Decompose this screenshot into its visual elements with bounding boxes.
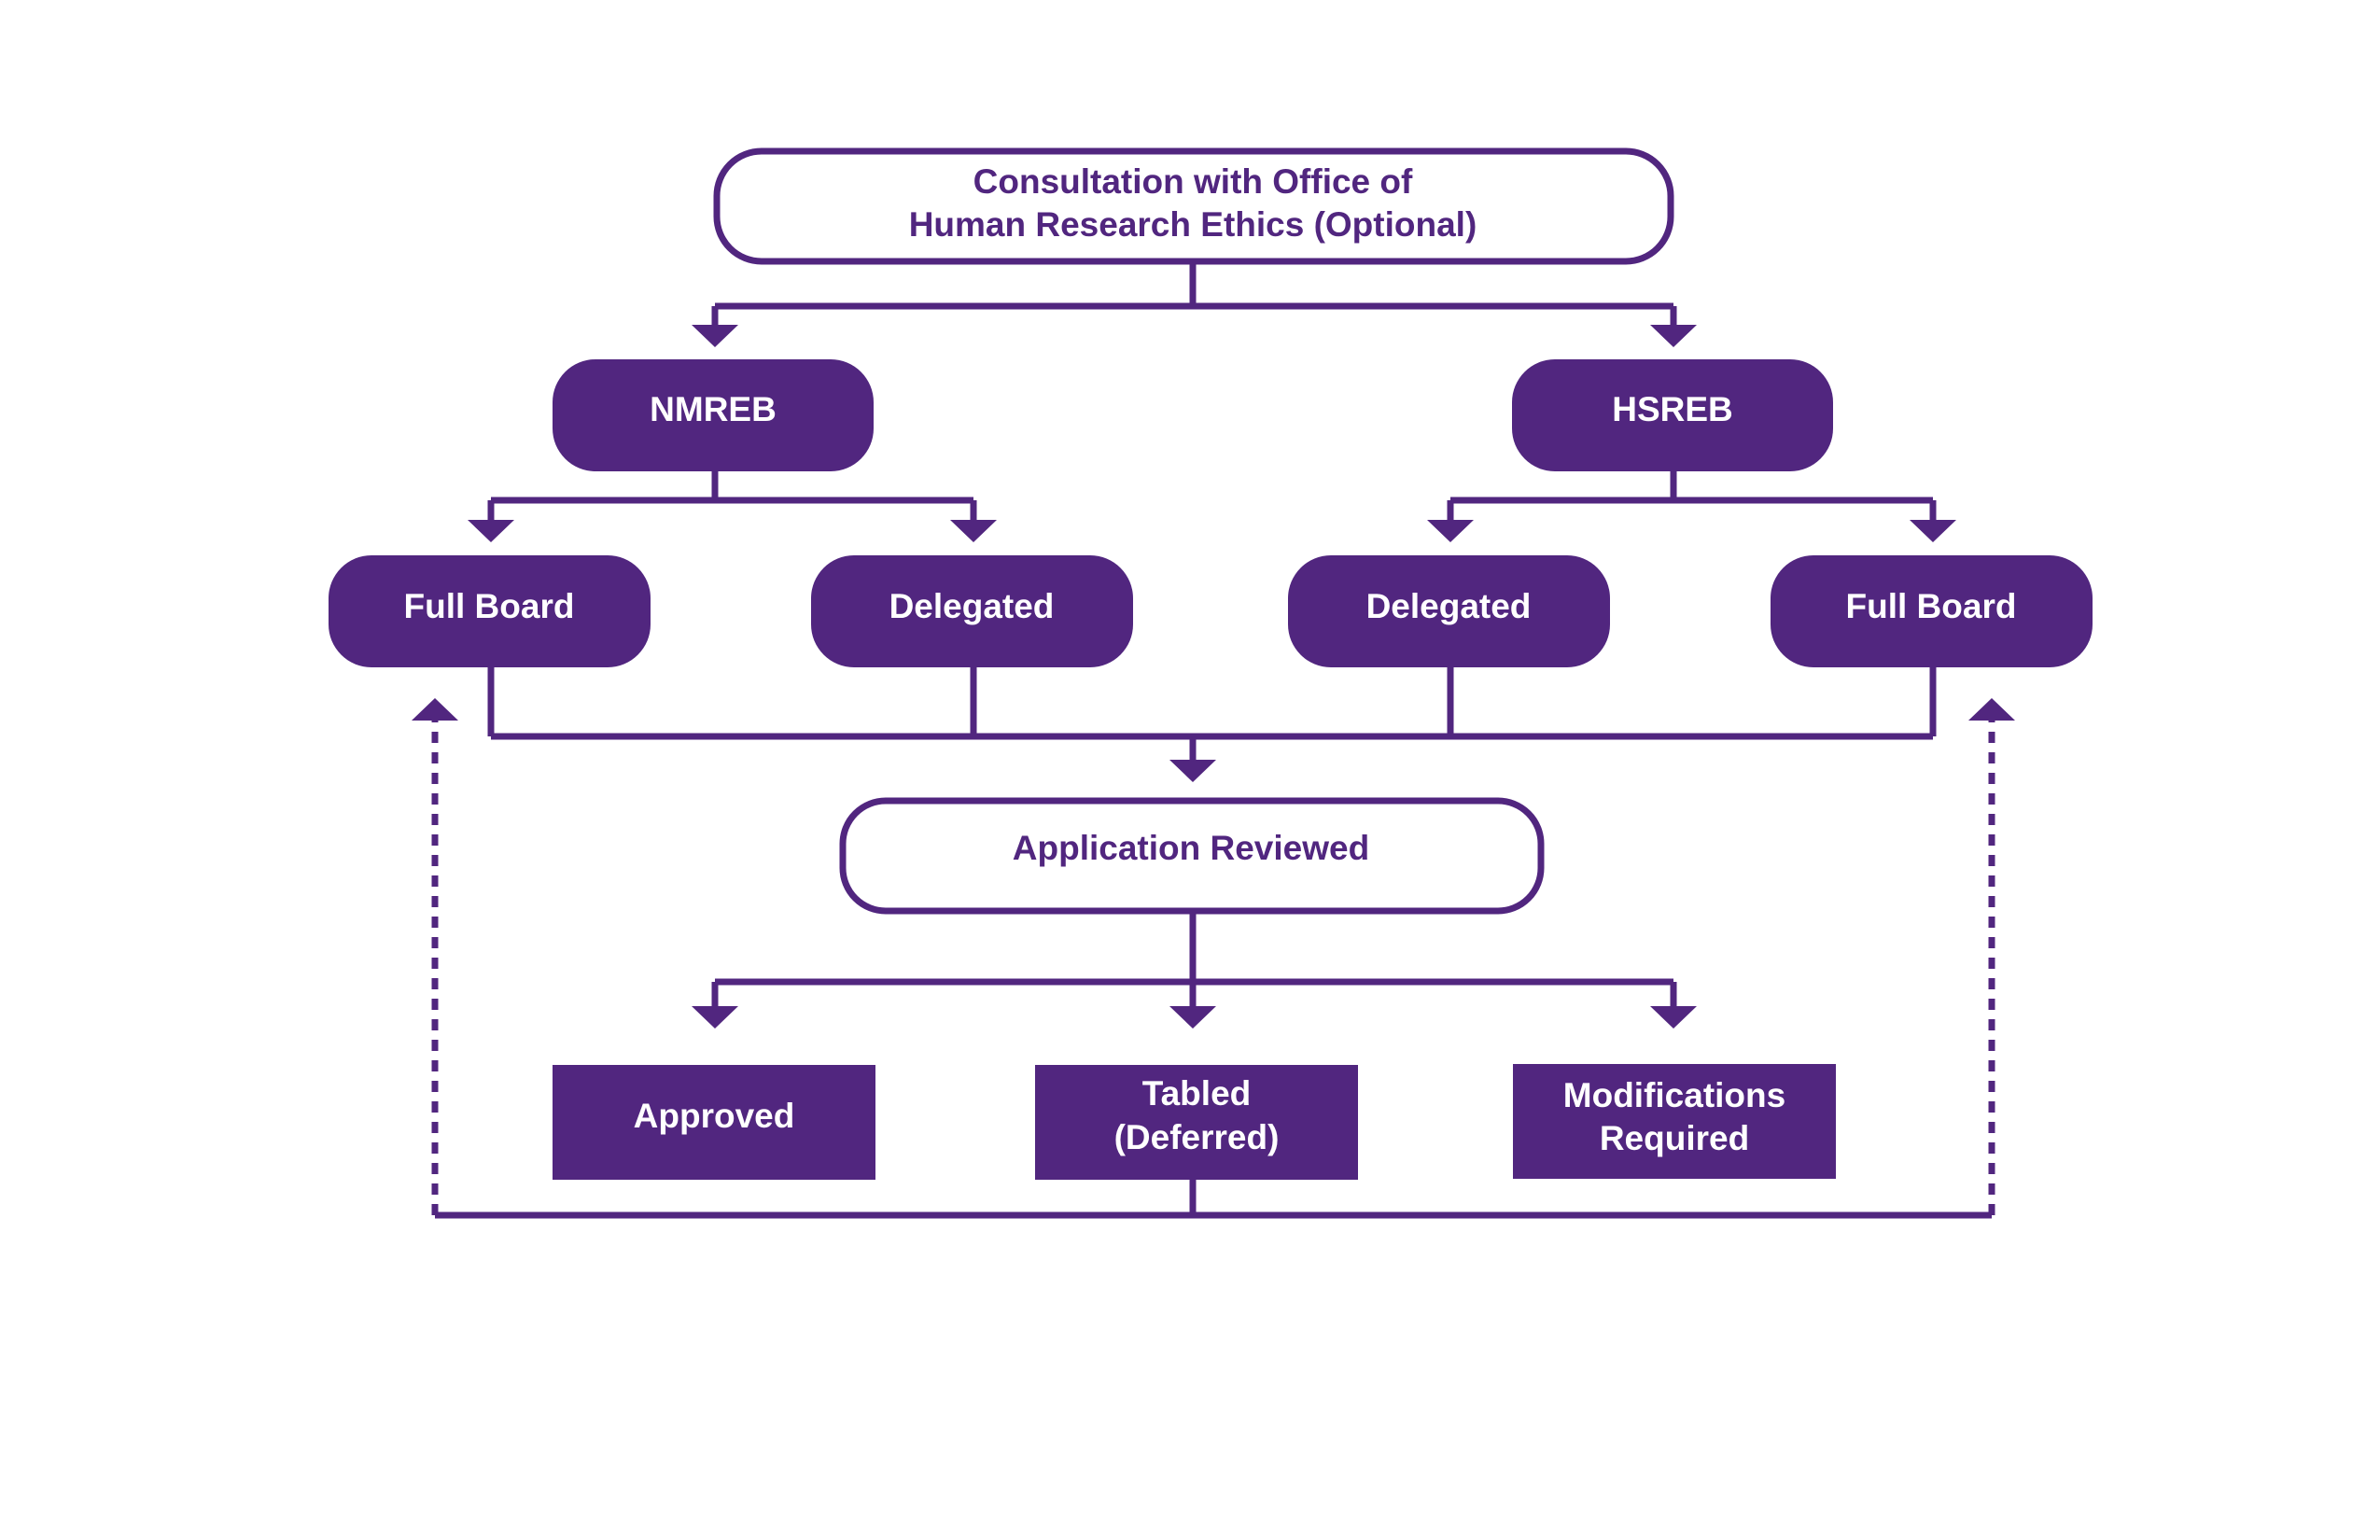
connector-feedback-bottom <box>435 1178 1992 1219</box>
tabled-label-line2: (Deferred) <box>1114 1118 1280 1156</box>
nmreb-node: NMREB <box>553 359 874 471</box>
hsreb-full-board-node: Full Board <box>1771 555 2093 667</box>
hsreb-delegated-label: Delegated <box>1366 587 1532 625</box>
arrow-to-application-reviewed <box>1169 760 1216 782</box>
arrow-to-approved <box>692 1006 738 1029</box>
consultation-label-line2: Human Research Ethics (Optional) <box>909 205 1477 244</box>
tabled-label-line1: Tabled <box>1142 1074 1252 1113</box>
arrow-to-hsreb <box>1650 325 1697 347</box>
connector-review-merge <box>487 665 1937 761</box>
connector-outcome-split <box>711 911 1677 1008</box>
nmreb-delegated-label: Delegated <box>889 587 1055 625</box>
nmreb-label: NMREB <box>650 390 777 428</box>
approved-label: Approved <box>634 1097 795 1135</box>
arrow-to-nmreb <box>692 325 738 347</box>
modifications-label-line2: Required <box>1600 1119 1749 1157</box>
arrow-to-nmreb-delegated <box>950 520 997 542</box>
application-reviewed-label: Application Reviewed <box>1013 829 1369 867</box>
application-reviewed-node: Application Reviewed <box>839 797 1545 915</box>
nmreb-full-board-label: Full Board <box>404 587 575 625</box>
arrow-feedback-left <box>412 698 458 721</box>
arrow-to-tabled <box>1169 1006 1216 1029</box>
tabled-node: Tabled (Deferred) <box>1035 1065 1358 1180</box>
arrow-to-nmreb-full-board <box>468 520 514 542</box>
approved-node: Approved <box>553 1065 875 1180</box>
connector-consultation-split <box>711 263 1677 327</box>
hsreb-full-board-label: Full Board <box>1846 587 2017 625</box>
modifications-required-node: Modifications Required <box>1513 1064 1836 1179</box>
arrow-feedback-right <box>1968 698 2015 721</box>
hsreb-delegated-node: Delegated <box>1288 555 1610 667</box>
arrow-to-modifications <box>1650 1006 1697 1029</box>
nmreb-full-board-node: Full Board <box>329 555 651 667</box>
arrow-to-hsreb-delegated <box>1427 520 1474 542</box>
hsreb-label: HSREB <box>1612 390 1733 428</box>
consultation-label-line1: Consultation with Office of <box>973 162 1413 201</box>
arrow-to-hsreb-full-board <box>1910 520 1956 542</box>
nmreb-delegated-node: Delegated <box>811 555 1133 667</box>
connector-hsreb-split <box>1447 470 1937 521</box>
connector-nmreb-split <box>487 470 977 521</box>
consultation-node: Consultation with Office of Human Resear… <box>713 147 1674 265</box>
modifications-label-line1: Modifications <box>1563 1076 1785 1114</box>
hsreb-node: HSREB <box>1512 359 1833 471</box>
